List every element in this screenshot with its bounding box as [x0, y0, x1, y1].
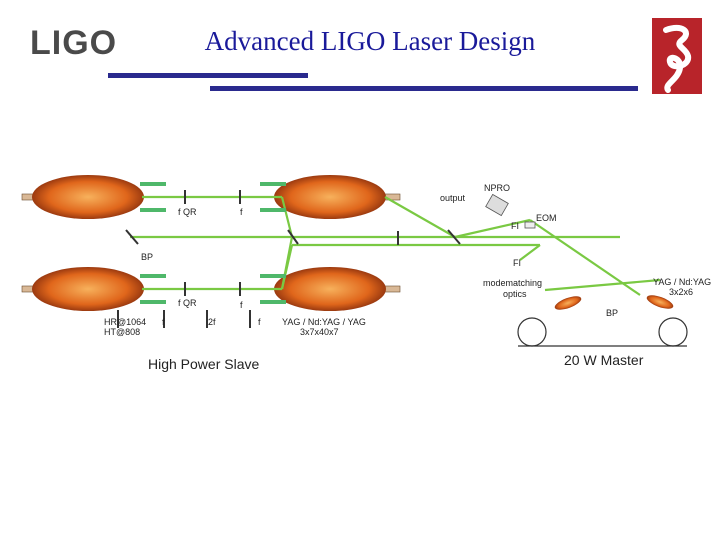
label-ht: HT@808	[104, 327, 141, 337]
npro-block	[485, 193, 509, 217]
title-underline-short	[108, 73, 308, 78]
emblem-icon	[652, 18, 702, 94]
section-label-slave: High Power Slave	[148, 356, 260, 372]
label-f-lens1: f	[162, 317, 165, 327]
pump-chamber-4	[274, 267, 386, 311]
label-qr-top: f QR	[178, 207, 197, 217]
label-fi-top: FI	[511, 221, 519, 231]
label-npro: NPRO	[484, 183, 511, 193]
label-f-top: f	[240, 207, 243, 217]
heat-sinks	[140, 182, 286, 304]
label-bp-right: BP	[606, 308, 619, 318]
laser-schematic	[21, 175, 688, 347]
label-bp-left: BP	[141, 252, 154, 262]
label-f-lens2: f	[258, 317, 261, 327]
label-mode-matching: modematching	[483, 278, 543, 288]
title-underline-long	[210, 86, 638, 91]
label-output: output	[440, 193, 466, 203]
label-eom: EOM	[536, 213, 557, 223]
label-optics: optics	[503, 289, 527, 299]
label-yag-slave-2: 3x7x40x7	[300, 327, 339, 337]
label-yag-slave-1: YAG / Nd:YAG / YAG	[282, 317, 366, 327]
master-coils	[517, 317, 688, 347]
label-hr: HR@1064	[104, 317, 147, 327]
label-qr-bottom: f QR	[178, 298, 197, 308]
label-2f: 2f	[208, 317, 216, 327]
eom-block	[524, 221, 536, 229]
section-label-master: 20 W Master	[564, 352, 644, 368]
label-yag-master-2: 3x2x6	[669, 287, 694, 297]
pump-chamber-1	[32, 175, 144, 219]
laser-diagram: output NPRO FI EOM BP FI modematching op…	[0, 160, 720, 420]
pump-chamber-3	[32, 267, 144, 311]
ligo-logo: LIGO	[30, 24, 118, 62]
mirrors	[117, 190, 461, 328]
page-title: Advanced LIGO Laser Design	[204, 26, 536, 56]
label-fi-mid: FI	[513, 258, 521, 268]
beam-path	[130, 195, 661, 296]
pump-chamber-2	[274, 175, 386, 219]
label-f-bottom: f	[240, 300, 243, 310]
master-rods	[554, 295, 674, 310]
label-yag-master-1: YAG / Nd:YAG	[653, 277, 712, 287]
